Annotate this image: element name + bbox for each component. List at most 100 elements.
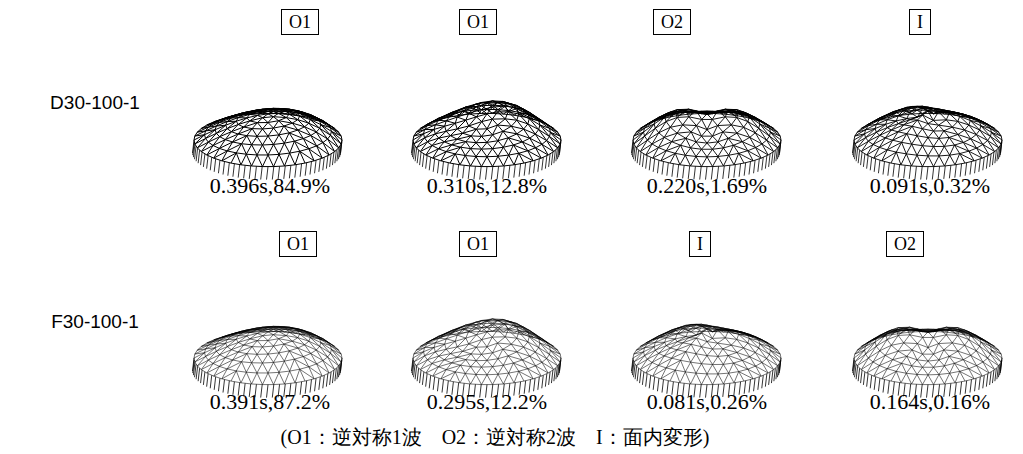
lattice-member bbox=[939, 131, 944, 139]
lattice-member bbox=[274, 109, 279, 111]
lattice-member bbox=[944, 146, 949, 155]
lattice-member bbox=[214, 151, 227, 158]
lattice-member bbox=[208, 126, 216, 127]
support-tick bbox=[218, 160, 220, 173]
lattice-member bbox=[955, 114, 960, 115]
lattice-member bbox=[666, 151, 675, 154]
lattice-member bbox=[503, 138, 508, 147]
lattice-member bbox=[904, 125, 912, 126]
lattice-member bbox=[713, 156, 718, 166]
lattice-member bbox=[934, 138, 939, 146]
lattice-member bbox=[514, 163, 524, 165]
lattice-member bbox=[640, 144, 652, 152]
lattice-member bbox=[691, 132, 696, 142]
lattice-member bbox=[446, 152, 455, 154]
lattice-member bbox=[731, 117, 737, 124]
lattice-member bbox=[197, 131, 205, 132]
lattice-member bbox=[435, 125, 444, 126]
lattice-member bbox=[547, 141, 558, 148]
lattice-member bbox=[857, 126, 868, 133]
lattice-member bbox=[274, 143, 285, 144]
lattice-member bbox=[247, 136, 252, 145]
lattice-member bbox=[944, 137, 949, 146]
lattice-member bbox=[498, 155, 509, 156]
lattice-member bbox=[640, 140, 647, 151]
lattice-member bbox=[216, 133, 219, 136]
lattice-member bbox=[455, 113, 460, 115]
lattice-member bbox=[425, 129, 435, 137]
support-tick bbox=[642, 154, 644, 167]
lattice-member bbox=[487, 149, 493, 157]
lattice-member bbox=[328, 139, 335, 152]
lattice-member bbox=[268, 155, 274, 167]
lattice-member bbox=[988, 136, 991, 140]
lattice-member bbox=[460, 165, 471, 166]
lattice-member bbox=[487, 114, 492, 119]
lattice-member bbox=[750, 133, 756, 138]
lattice-member bbox=[748, 122, 759, 129]
lattice-member bbox=[498, 110, 503, 114]
lattice-member bbox=[707, 111, 713, 112]
lattice-member bbox=[696, 136, 701, 142]
lattice-member bbox=[503, 155, 508, 166]
lattice-member bbox=[677, 117, 683, 124]
support-tick bbox=[529, 162, 531, 175]
lattice-member bbox=[246, 154, 251, 166]
lattice-member bbox=[246, 111, 251, 113]
lattice-member bbox=[634, 128, 645, 136]
lattice-member bbox=[250, 118, 263, 121]
lattice-member bbox=[530, 134, 536, 138]
lattice-member bbox=[309, 115, 322, 122]
lattice-member bbox=[284, 165, 295, 166]
lattice-member bbox=[886, 121, 897, 124]
lattice-member bbox=[928, 138, 934, 147]
lattice-member bbox=[670, 125, 682, 127]
support-tick bbox=[545, 156, 547, 169]
lattice-member bbox=[231, 163, 241, 165]
lattice-member bbox=[707, 142, 718, 143]
lattice-member bbox=[969, 148, 977, 151]
lattice-member bbox=[960, 114, 974, 119]
lattice-member bbox=[950, 112, 955, 115]
lattice-member bbox=[295, 163, 305, 165]
lattice-member bbox=[912, 144, 917, 155]
lattice-member bbox=[517, 114, 519, 120]
lattice-member bbox=[471, 165, 482, 167]
lattice-member bbox=[934, 125, 939, 131]
lattice-member bbox=[476, 114, 487, 117]
lattice-member bbox=[990, 128, 1001, 136]
lattice-member bbox=[718, 148, 723, 157]
lattice-member bbox=[928, 120, 933, 123]
lattice-member bbox=[498, 106, 503, 110]
lattice-member bbox=[457, 139, 466, 141]
lattice-member bbox=[533, 158, 541, 161]
lattice-member bbox=[917, 136, 922, 146]
lattice-member bbox=[701, 149, 707, 157]
lattice-member bbox=[481, 113, 492, 114]
lattice-member bbox=[939, 156, 944, 166]
lattice-member bbox=[517, 129, 524, 134]
support-tick bbox=[442, 162, 444, 175]
lattice-member bbox=[917, 106, 928, 108]
lattice-member bbox=[652, 144, 658, 148]
lattice-member bbox=[725, 117, 731, 125]
lattice-member bbox=[274, 135, 279, 145]
lattice-member bbox=[441, 161, 450, 163]
lattice-member bbox=[955, 163, 965, 165]
lattice-member bbox=[748, 148, 756, 151]
lattice-member bbox=[696, 142, 707, 143]
lattice-member bbox=[274, 165, 285, 167]
lattice-member bbox=[246, 154, 257, 156]
lattice-member bbox=[885, 132, 898, 138]
lattice-member bbox=[723, 138, 728, 148]
lattice-member bbox=[247, 118, 250, 121]
lattice-member bbox=[257, 136, 268, 137]
lattice-member bbox=[991, 132, 1001, 136]
lattice-member bbox=[244, 123, 258, 127]
lattice-member bbox=[865, 129, 876, 134]
lattice-member bbox=[759, 128, 767, 140]
lattice-member bbox=[257, 110, 262, 112]
lattice-member bbox=[922, 110, 928, 113]
support-tick bbox=[198, 150, 200, 163]
lattice-member bbox=[279, 135, 284, 143]
